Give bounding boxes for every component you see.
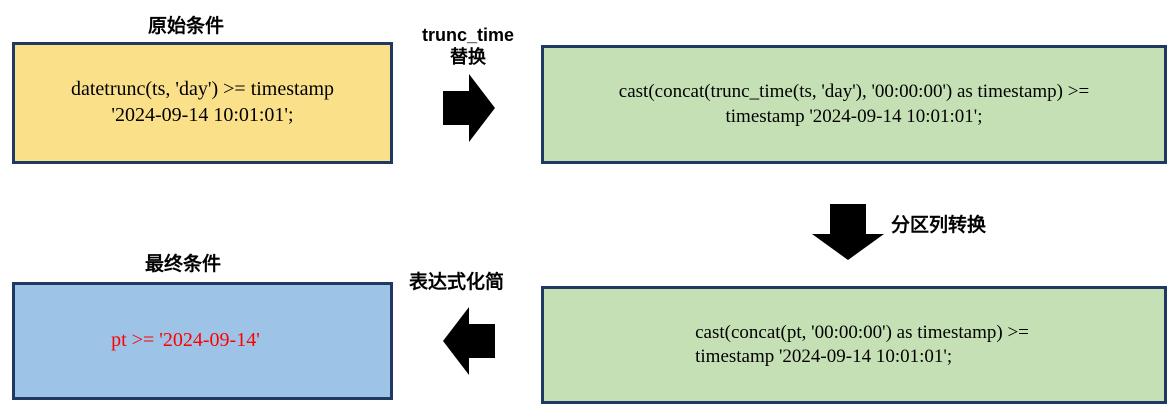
arrow-label-trunc-time: trunc_time 替换: [421, 25, 515, 67]
trunc-time-condition-text: cast(concat(trunc_time(ts, 'day'), '00:0…: [618, 81, 1090, 127]
caption-original-condition: 原始条件: [148, 16, 225, 37]
partition-condition-text: cast(concat(pt, '00:00:00') as timestamp…: [695, 321, 1029, 367]
arrow-down-icon: [812, 204, 884, 260]
node-final-condition: pt >= '2024-09-14': [12, 282, 393, 400]
arrow-label-expression-simplify: 表达式化简: [409, 272, 505, 293]
node-partition-condition: cast(concat(pt, '00:00:00') as timestamp…: [541, 286, 1167, 404]
caption-final-condition: 最终条件: [145, 254, 222, 275]
node-original-condition: datetrunc(ts, 'day') >= timestamp '2024-…: [12, 42, 393, 164]
node-trunc-time-condition: cast(concat(trunc_time(ts, 'day'), '00:0…: [541, 45, 1167, 164]
arrow-left-icon: [443, 307, 495, 375]
final-condition-text: pt >= '2024-09-14': [111, 329, 260, 352]
arrow-label-partition-conversion: 分区列转换: [891, 215, 987, 236]
original-condition-text: datetrunc(ts, 'day') >= timestamp '2024-…: [70, 78, 335, 126]
arrow-right-icon: [443, 74, 495, 142]
